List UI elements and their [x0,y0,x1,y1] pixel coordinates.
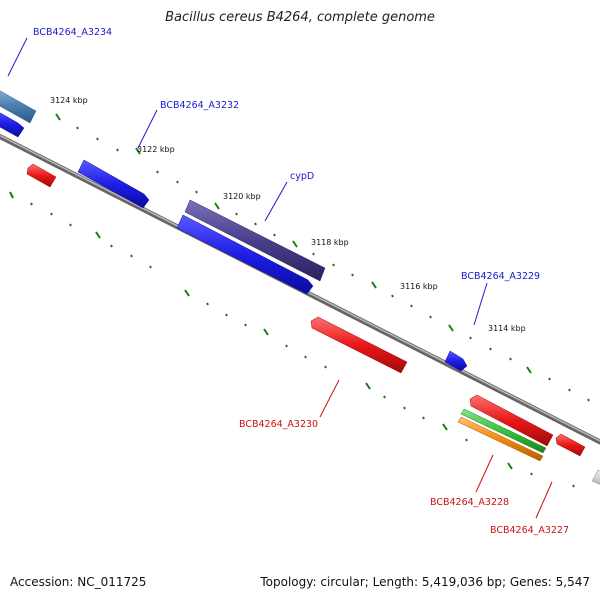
gene-label-BCB4264_A3234: BCB4264_A3234 [33,27,112,38]
gene-gray-edge[interactable] [591,469,600,488]
gene-BCB4264_A3228[interactable] [469,394,554,447]
tick-label-3124: 3124 kbp [50,96,88,105]
gene-label-BCB4264_A3230: BCB4264_A3230 [239,419,318,430]
gene-red-left[interactable] [26,163,57,188]
gene-label-BCB4264_A3229: BCB4264_A3229 [461,271,540,282]
gene-cypD[interactable] [184,199,326,282]
gene-BCB4264_A3229[interactable] [444,350,468,372]
rna-orange[interactable] [457,416,544,462]
genome-title: Bacillus cereus B4264, complete genome [165,10,435,25]
gene-BCB4264_A3227[interactable] [555,433,586,457]
tick-label-3122: 3122 kbp [137,145,175,154]
tick-label-3120: 3120 kbp [223,192,261,201]
gene-label-BCB4264_A3228: BCB4264_A3228 [430,497,509,508]
genome-summary-text: Topology: circular; Length: 5,419,036 bp… [260,575,590,589]
accession-text: Accession: NC_011725 [10,575,147,589]
rna-green[interactable] [460,408,547,454]
gene-BCB4264_A3234-alt[interactable] [0,110,25,138]
gene-label-BCB4264_A3232: BCB4264_A3232 [160,100,239,111]
gene-cypD-track[interactable] [176,214,314,295]
outer-tick-row [55,113,590,402]
tick-label-3114: 3114 kbp [488,324,526,333]
tick-label-3116: 3116 kbp [400,282,438,291]
gene-label-cypD: cypD [290,171,314,182]
inner-tick-row [9,191,575,488]
gene-BCB4264_A3234[interactable] [0,88,37,124]
gene-BCB4264_A3232[interactable] [77,159,150,209]
tick-label-3118: 3118 kbp [311,238,349,247]
label-leaders [7,37,553,519]
gene-label-BCB4264_A3227: BCB4264_A3227 [490,525,569,536]
gene-BCB4264_A3230[interactable] [310,316,408,374]
